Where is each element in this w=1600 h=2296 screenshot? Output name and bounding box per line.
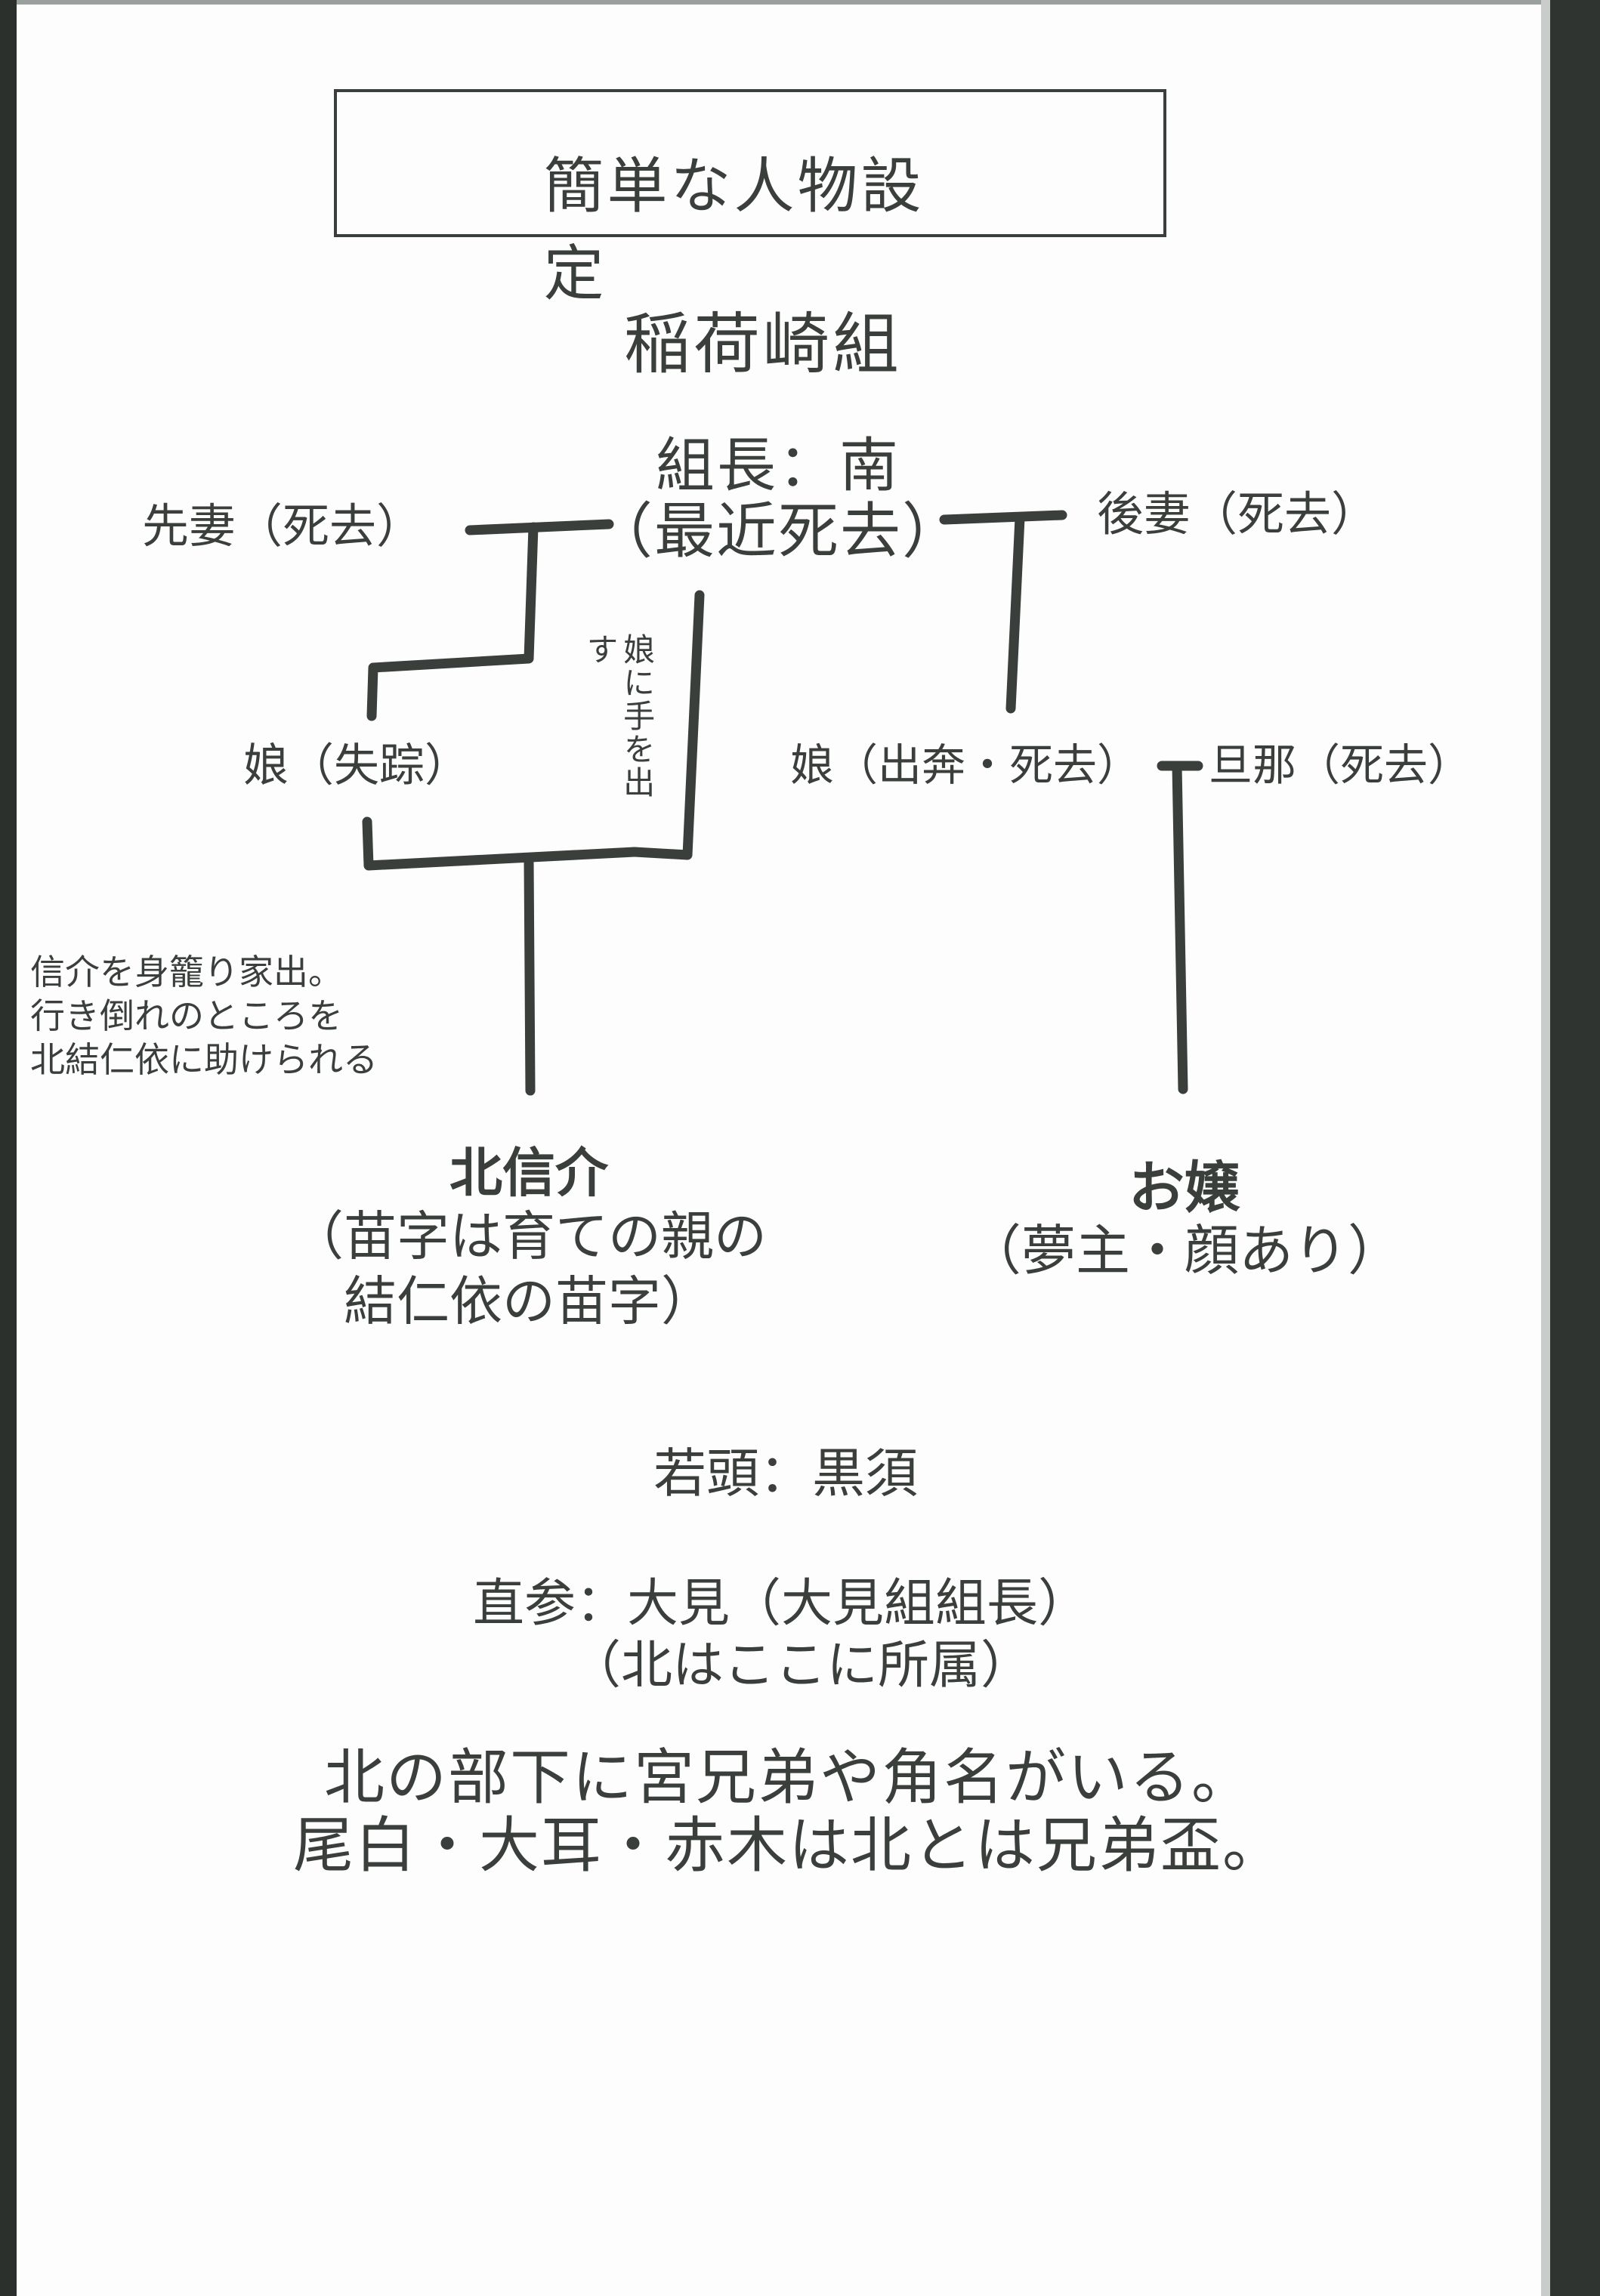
ojou-note: （夢主・顔あり） — [966, 1219, 1403, 1282]
line-boss-first-wife — [465, 519, 614, 535]
boss-title: 組長：南 — [655, 432, 901, 500]
husband: 旦那（死去） — [1209, 739, 1472, 791]
daughter-eloped: 娘（出奔・死去） — [790, 739, 1141, 791]
page-right-shadow — [1541, 0, 1550, 2296]
group-name: 稲荷崎組 — [623, 305, 903, 383]
page-paper — [17, 5, 1541, 2296]
line-second-wife-down — [1005, 513, 1025, 714]
note-kita-line-3: 北結仁依に助けられる — [30, 1039, 378, 1080]
daughter-missing: 娘（失踪） — [243, 739, 470, 792]
jikisan: 直参：大見（大見組組長） — [472, 1574, 1090, 1634]
line-boss-hand-down — [629, 590, 705, 860]
kita-note-line-1: （苗字は育ての親の — [291, 1205, 767, 1267]
footer-line-1: 北の部下に宮兄弟や角名がいる。 — [324, 1742, 1253, 1813]
ojou-name: お嬢 — [1129, 1156, 1240, 1221]
wakagashira: 若頭：黒須 — [653, 1443, 918, 1504]
footer-line-2: 尾白・大耳・赤木は北とは兄弟盃。 — [293, 1810, 1284, 1881]
note-kita-line-1: 信介を身籠り家出。 — [30, 952, 343, 992]
boss-status: （最近死去） — [592, 496, 964, 566]
jikisan-note: （北はここに所属） — [569, 1636, 1033, 1696]
annotation-vertical: 娘に手を出す — [582, 633, 656, 799]
page-title: 簡単な人物設定 — [543, 151, 925, 309]
page-left-edge — [0, 0, 17, 2296]
kita-name: 北信介 — [449, 1142, 608, 1204]
line-ojou-down — [1172, 761, 1188, 1094]
line-kita-down — [524, 856, 536, 1096]
title-box: 簡単な人物設定 — [334, 89, 1166, 309]
page-right-edge — [1550, 0, 1600, 2296]
page-top-edge — [0, 0, 1600, 5]
second-wife: 後妻（死去） — [1097, 486, 1379, 542]
kita-note-line-2: 結仁依の苗字） — [344, 1270, 714, 1332]
line-first-wife-down — [366, 522, 539, 721]
line-daughter-kita-join — [362, 816, 640, 871]
first-wife: 先妻（死去） — [142, 498, 424, 554]
line-boss-second-wife — [939, 510, 1067, 525]
note-kita-line-2: 行き倒れのところを — [30, 995, 343, 1036]
